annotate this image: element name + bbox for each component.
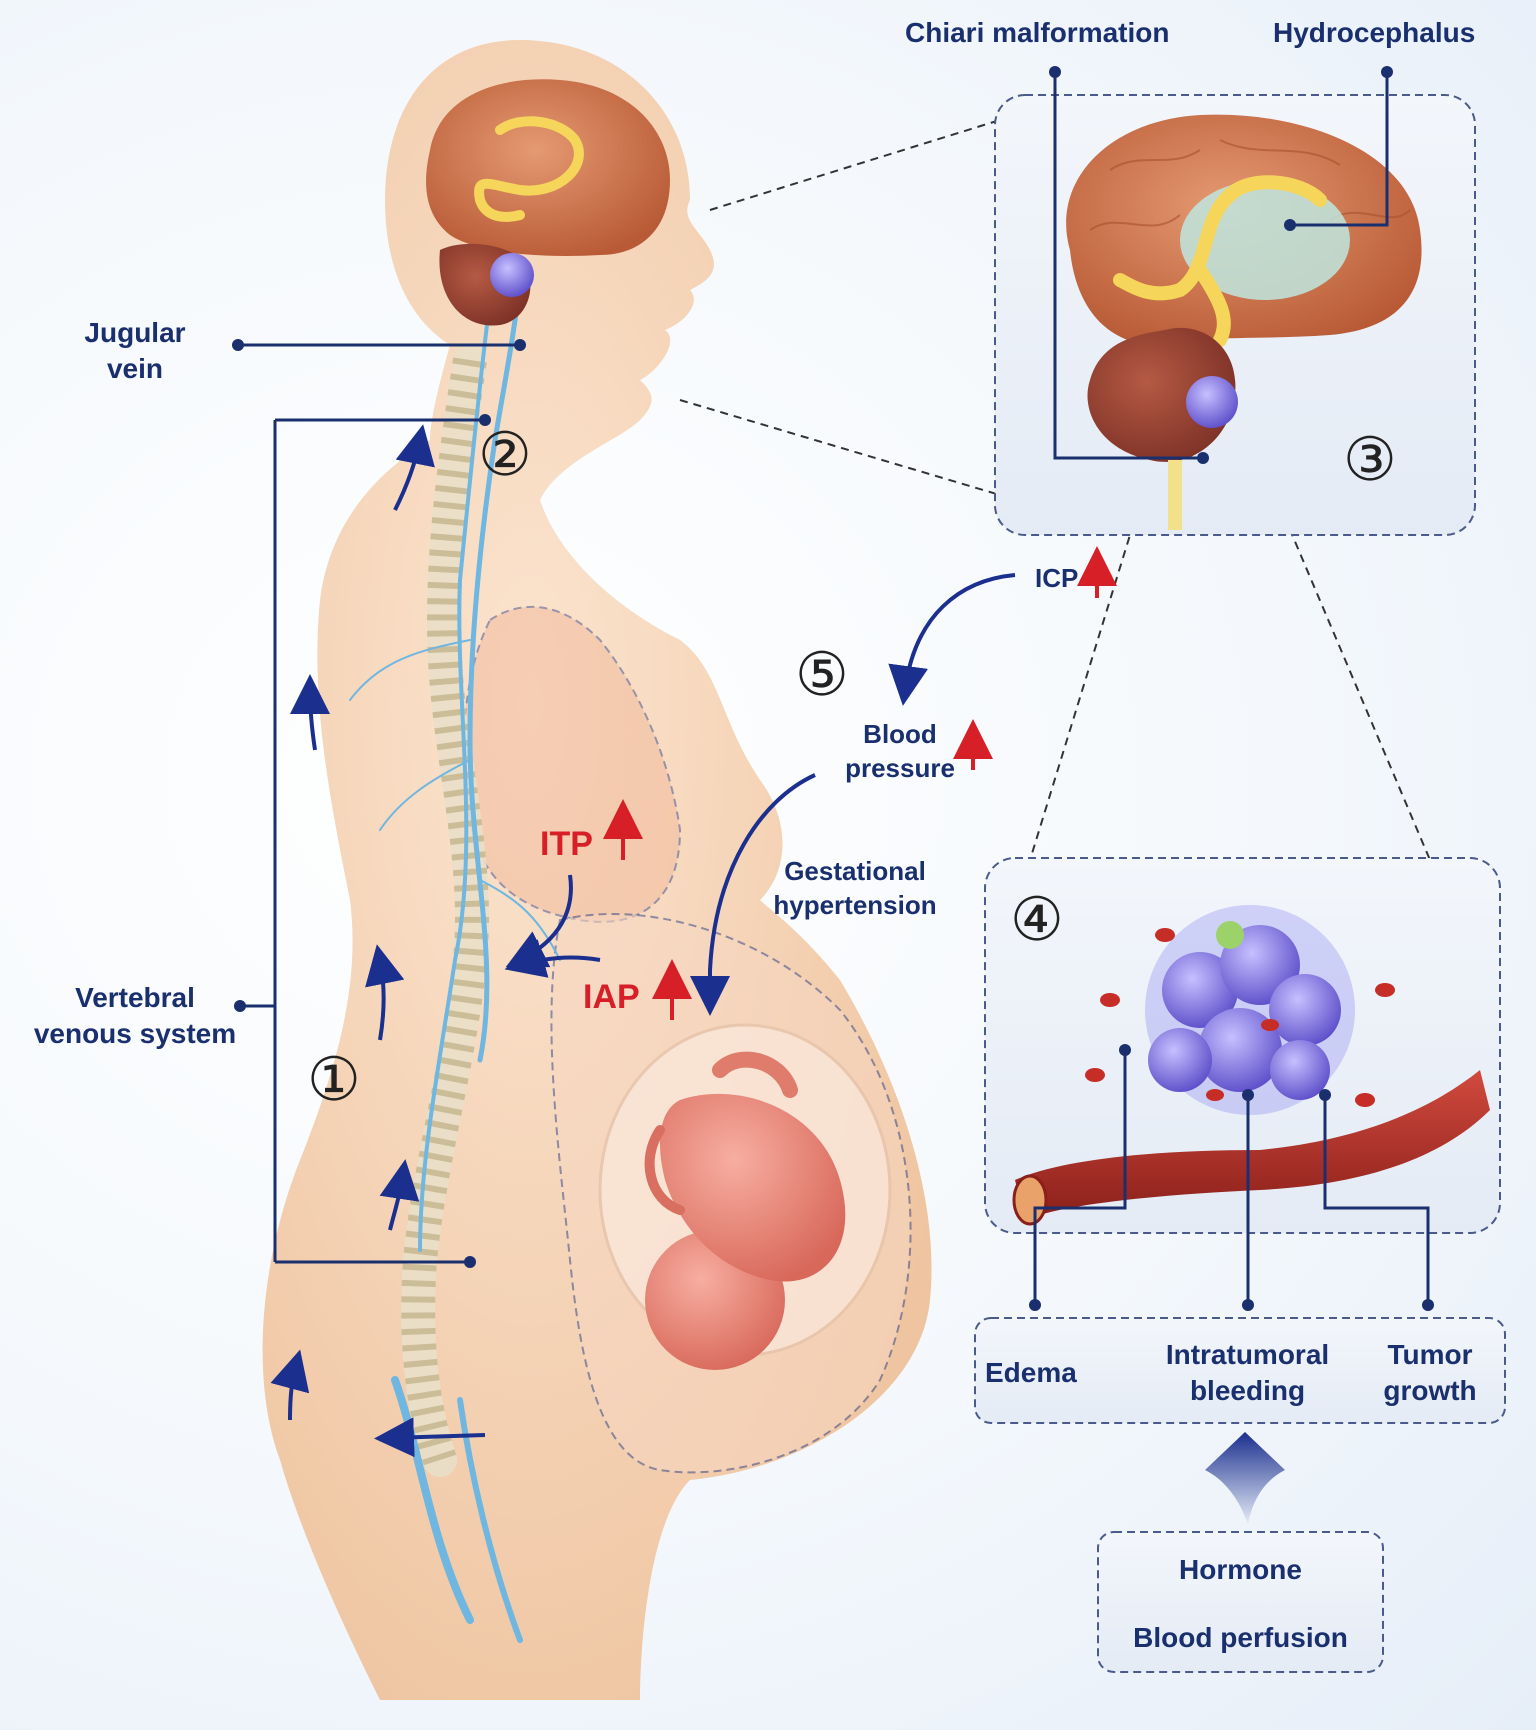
itp-label: ITP: [540, 825, 593, 863]
cerebellum-large: [1087, 327, 1236, 462]
venous-flow-arrows: [270, 424, 601, 1458]
fetus: [644, 1051, 846, 1370]
tumor-leaders: [1033, 1050, 1430, 1305]
brain-detail-panel: [994, 66, 1476, 536]
fetus-leg: [712, 1051, 798, 1098]
brain-leader-dots: [1049, 66, 1393, 464]
step-marker-2: ②: [478, 420, 532, 490]
increase-arrows: [603, 546, 1117, 1020]
vertebral-venous-system-label: Vertebral venous system: [10, 980, 260, 1053]
tumor-detail-panel: [984, 857, 1501, 1311]
leader-dots: [232, 339, 526, 1268]
step-marker-3: ③: [1343, 425, 1397, 495]
vertebrae: [401, 357, 489, 1466]
icp-label: ICP: [1035, 563, 1079, 593]
bp-to-abdomen-arrow: [690, 773, 816, 1016]
jugular-label-line2: vein: [106, 353, 164, 385]
tumor-cells: [1148, 925, 1341, 1100]
vertebral-label-line2: venous system: [33, 1018, 237, 1050]
zoom-lines: [679, 119, 1431, 861]
tumor-leader-dots: [1029, 1044, 1434, 1311]
tumor-growth-label: Tumor growth: [1365, 1337, 1495, 1410]
gestational-line1: Gestational: [784, 856, 926, 886]
intratumoral-bleeding-label: Intratumoral bleeding: [1150, 1337, 1345, 1410]
vertebral-veins: [349, 277, 561, 1643]
gestational-line2: hypertension: [773, 889, 937, 920]
growth-line2: growth: [1383, 1375, 1477, 1407]
step-marker-5: ⑤: [795, 640, 849, 710]
brain-tumor: [1186, 376, 1238, 428]
tumor-in-head: [490, 253, 534, 297]
bleeding-line1: Intratumoral: [1165, 1339, 1330, 1370]
outcomes-box: [974, 1317, 1506, 1424]
iap-label: IAP: [583, 978, 640, 1016]
vertebral-label-line1: Vertebral: [75, 982, 195, 1013]
umbilical-cord: [644, 1125, 685, 1215]
growth-line1: Tumor: [1387, 1339, 1473, 1370]
step-marker-1: ①: [307, 1045, 361, 1115]
gestational-hypertension-label: Gestational hypertension: [765, 855, 945, 923]
icp-to-bp-arrow: [888, 573, 1016, 706]
jugular-vein-label: Jugular vein: [55, 315, 215, 388]
hormone-label: Hormone: [1179, 1554, 1302, 1585]
red-blood-cells: [1085, 928, 1395, 1107]
hydrocephalus-label: Hydrocephalus: [1273, 17, 1476, 48]
factors-up-arrow: [1205, 1432, 1285, 1525]
immune-cell: [1216, 921, 1244, 949]
ventricle-in-head: [474, 116, 584, 222]
ventricle-large: [1113, 175, 1327, 347]
blood-pressure-label: Blood pressure: [820, 718, 980, 786]
vessel-lumen: [1012, 1174, 1048, 1226]
blood-pressure-line1: Blood: [863, 719, 937, 749]
brain-leaders: [1053, 72, 1389, 460]
bleeding-line2: bleeding: [1189, 1375, 1306, 1407]
blood-pressure-line2: pressure: [845, 752, 955, 783]
jugular-label-line1: Jugular: [84, 317, 186, 348]
leader-lines: [238, 343, 520, 1264]
edema-label: Edema: [985, 1357, 1077, 1388]
step-marker-4: ④: [1010, 885, 1064, 955]
blood-perfusion-label: Blood perfusion: [1133, 1622, 1348, 1653]
blood-vessel: [1015, 1070, 1490, 1220]
factors-box: [1097, 1531, 1384, 1673]
chiari-malformation-label: Chiari malformation: [905, 17, 1170, 48]
fetus-body: [660, 1093, 846, 1282]
